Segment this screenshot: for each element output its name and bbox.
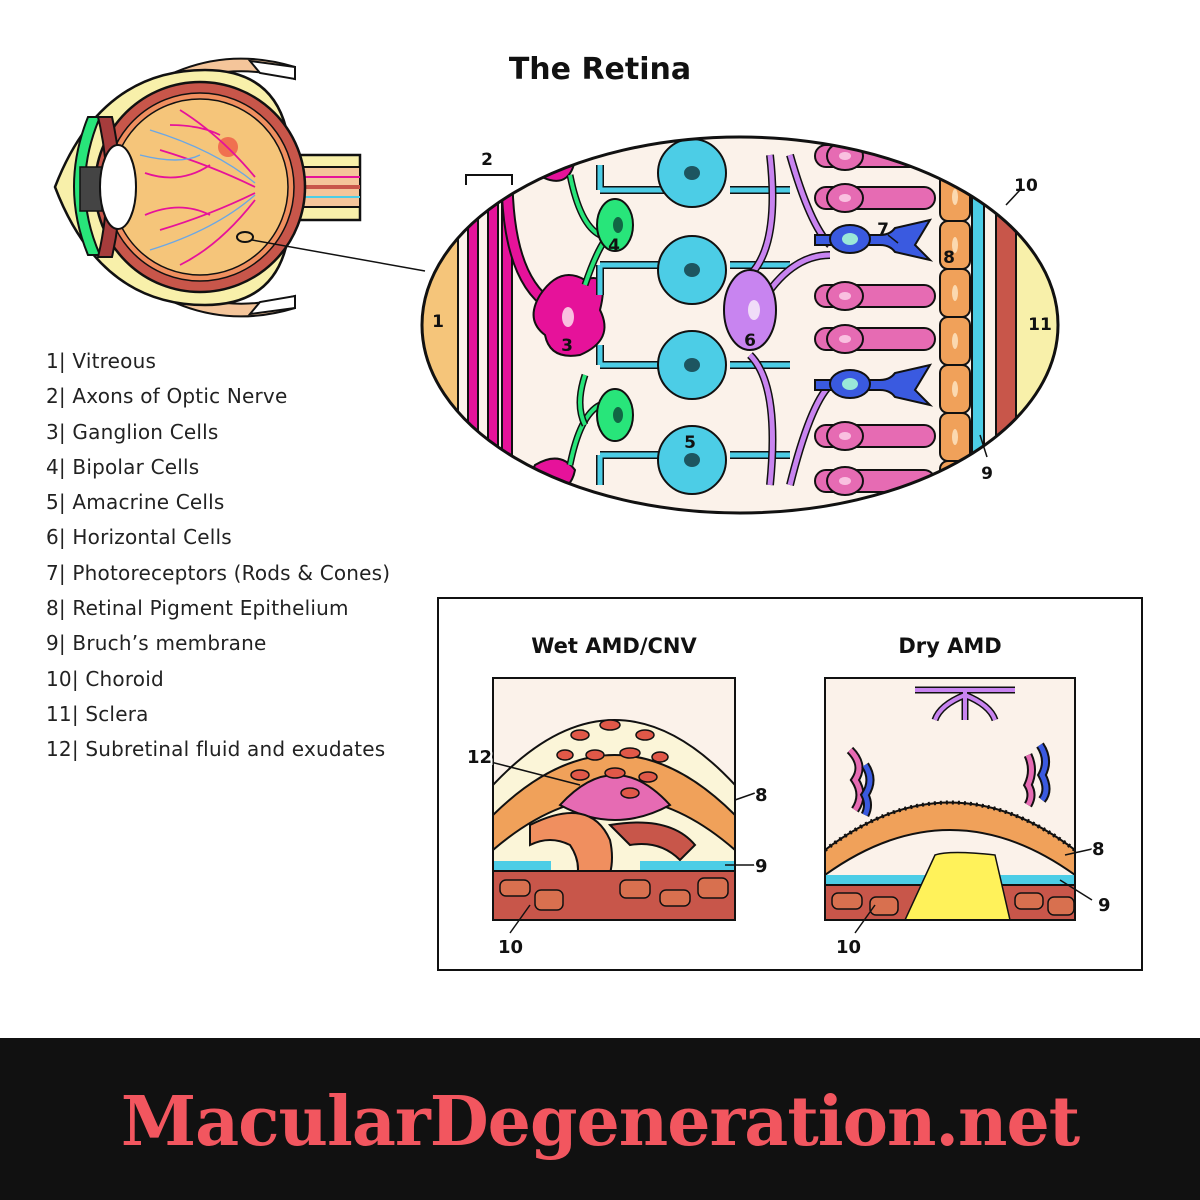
wet-label-bruch: 9 xyxy=(755,856,768,877)
legend: 1| Vitreous 2| Axons of Optic Nerve 3| G… xyxy=(46,346,390,770)
retina-diagram: 1 2 3 4 5 6 7 8 9 10 11 xyxy=(420,135,1060,515)
label-choroid: 10 xyxy=(1014,176,1038,196)
amd-comparison-box xyxy=(437,597,1143,971)
wet-label-rpe: 8 xyxy=(755,785,768,806)
dry-amd-title: Dry AMD xyxy=(898,634,1002,658)
dry-label-bruch: 9 xyxy=(1098,895,1111,916)
label-vitreous: 1 xyxy=(432,312,444,332)
dry-label-rpe: 8 xyxy=(1092,839,1105,860)
label-rpe: 8 xyxy=(943,248,955,268)
legend-item: 12| Subretinal fluid and exudates xyxy=(46,737,386,762)
legend-item: 10| Choroid xyxy=(46,666,164,691)
legend-item: 5| Amacrine Cells xyxy=(46,490,225,515)
legend-item: 6| Horizontal Cells xyxy=(46,525,232,550)
label-ganglion: 3 xyxy=(561,336,573,356)
eye-diagram xyxy=(53,57,426,318)
footer-bar xyxy=(0,1038,1200,1200)
dry-label-choroid: 10 xyxy=(836,937,861,958)
wet-label-fluid: 12 xyxy=(467,747,492,768)
label-axons: 2 xyxy=(481,150,493,170)
legend-item: 3| Ganglion Cells xyxy=(46,419,219,444)
page-title: The Retina xyxy=(508,52,692,87)
brand-logo: MacularDegeneration.net xyxy=(120,1082,1080,1162)
legend-item: 1| Vitreous xyxy=(46,349,157,373)
wet-amd-diagram: 12 8 9 10 xyxy=(465,677,770,960)
legend-item: 8| Retinal Pigment Epithelium xyxy=(46,596,349,621)
label-bruch: 9 xyxy=(981,464,993,484)
label-photoreceptor: 7 xyxy=(877,220,889,240)
wet-label-choroid: 10 xyxy=(498,937,523,958)
label-bipolar: 4 xyxy=(608,236,620,256)
label-amacrine: 5 xyxy=(684,433,696,453)
wet-amd-title: Wet AMD/CNV xyxy=(531,634,697,658)
label-horizontal: 6 xyxy=(744,331,756,351)
label-sclera: 11 xyxy=(1028,315,1052,335)
legend-item: 2| Axons of Optic Nerve xyxy=(46,384,288,409)
dry-amd-diagram: 8 9 10 xyxy=(824,677,1113,960)
legend-item: 4| Bipolar Cells xyxy=(46,454,200,479)
legend-item: 9| Bruch’s membrane xyxy=(46,631,267,656)
legend-item: 7| Photoreceptors (Rods & Cones) xyxy=(46,560,391,585)
legend-item: 11| Sclera xyxy=(46,701,149,726)
